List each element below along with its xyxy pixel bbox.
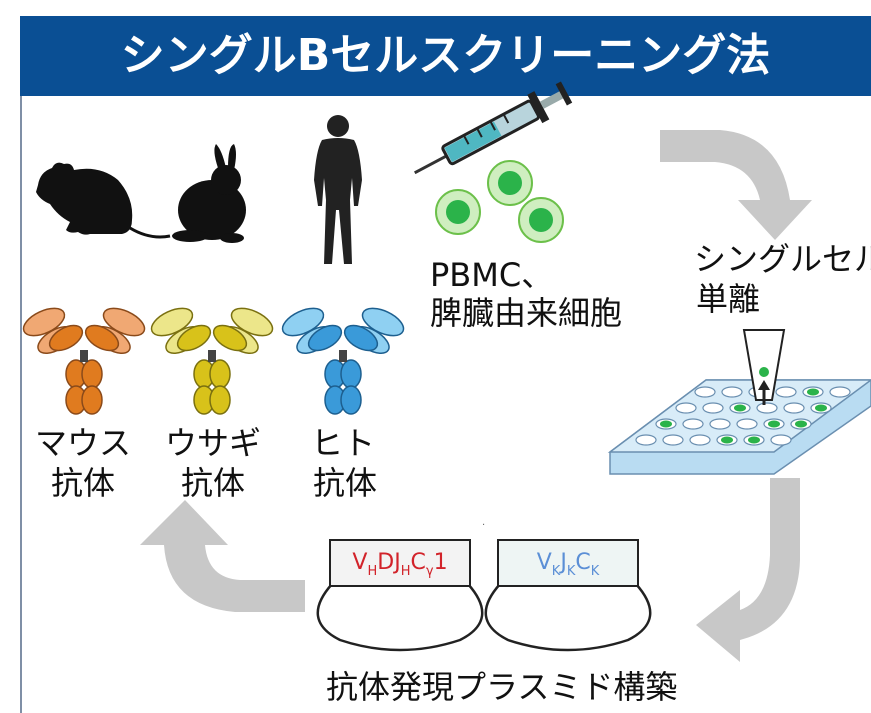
mouse-antibody-icon — [22, 307, 146, 415]
source-label: PBMC、 — [430, 256, 554, 294]
rabbit-icon — [172, 144, 246, 243]
human-icon — [314, 115, 362, 264]
single-cell-label: シングルセル — [694, 240, 871, 278]
light-c-sub: K — [590, 564, 600, 579]
left-border — [20, 96, 22, 713]
human-antibody-suffix: 抗体 — [312, 464, 377, 502]
well-plate-icon — [607, 379, 871, 475]
mouse-icon — [36, 162, 171, 239]
svg-text:·: · — [482, 520, 485, 531]
arrow-to-isolation — [660, 130, 812, 240]
rabbit-antibody-icon — [150, 307, 274, 415]
light-c: C — [575, 550, 591, 575]
heavy-dj: DJ — [377, 550, 401, 575]
light-v-sub: K — [551, 564, 561, 579]
heavy-v-sub: H — [367, 564, 378, 579]
syringe-icon — [413, 81, 573, 175]
cell-icon — [435, 160, 564, 243]
heavy-1: 1 — [433, 550, 448, 575]
light-j: J — [560, 550, 567, 575]
heavy-chain-label: VHDJHCγ1 — [330, 548, 470, 587]
heavy-v: V — [352, 550, 368, 575]
cycle-arrow-icon — [140, 130, 812, 662]
human-antibody-icon — [281, 307, 405, 415]
source-label-2: 脾臓由来細胞 — [430, 294, 623, 332]
single-cell-label-2: 単離 — [696, 280, 761, 318]
heavy-dj-sub: H — [400, 564, 411, 579]
rabbit-antibody-species: ウサギ — [164, 424, 261, 462]
light-j-sub: K — [566, 564, 576, 579]
plasmid-construction-label: 抗体発現プラスミド構築 — [326, 668, 678, 706]
pipette-icon — [742, 329, 786, 405]
heavy-chain-box — [329, 539, 471, 587]
arrow-to-antibodies — [140, 500, 305, 612]
light-v: V — [536, 550, 552, 575]
mouse-antibody-suffix: 抗体 — [50, 464, 115, 502]
mouse-antibody-species: マウス — [34, 424, 131, 462]
light-chain-box — [497, 539, 639, 587]
rabbit-antibody-suffix: 抗体 — [180, 464, 245, 502]
arrow-to-plasmid — [696, 478, 800, 662]
heavy-c-sub: γ — [425, 564, 434, 579]
page-title: シングルBセルスクリーニング法 — [120, 30, 771, 81]
light-chain-label: VKJKCK — [498, 548, 638, 587]
title-banner — [20, 16, 871, 96]
plasmid-icon — [316, 583, 652, 652]
human-antibody-species: ヒト — [310, 424, 375, 462]
heavy-c: C — [410, 550, 426, 575]
